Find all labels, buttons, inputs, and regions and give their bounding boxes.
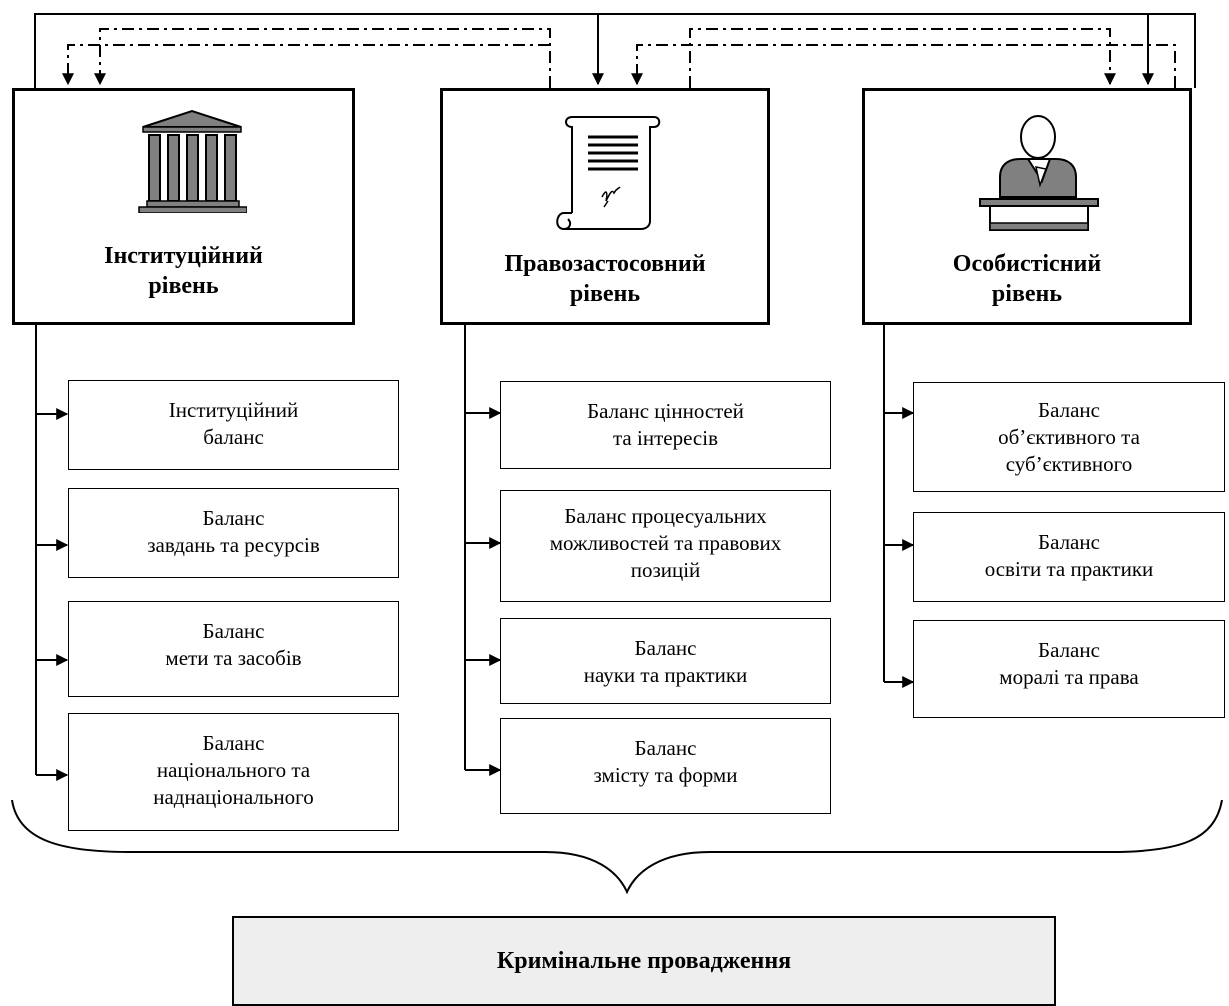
item-box: Баланс мети та засобів [68,601,399,697]
level-title-institutional: Інституційний рівень [104,243,263,299]
criminal-proceedings-box: Кримінальне провадження [232,916,1056,1006]
item-box: Баланс національного та наднаціонального [68,713,399,831]
level-title-personal: Особистісний рівень [952,251,1102,307]
criminal-proceedings-label: Кримінальне провадження [496,948,792,974]
item-label: Баланс мети та засобів [165,619,302,670]
level-box-law-enforcement: Правозастосовний рівень [440,88,770,325]
grouping-brace [11,799,1223,895]
item-label: Баланс науки та практики [583,636,748,687]
level-box-personal: Особистісний рівень [862,88,1192,325]
item-label: Баланс освіти та практики [984,530,1154,581]
item-box: Баланс завдань та ресурсів [68,488,399,578]
item-label: Баланс змісту та форми [593,736,738,787]
item-box: Баланс науки та практики [500,618,831,704]
item-box: Баланс цінностей та інтересів [500,381,831,469]
level-box-institutional: Інституційний рівень [12,88,355,325]
branch-arrows [36,407,915,781]
legal-document-scroll-icon [556,116,661,231]
solid-feedback-lines [34,13,1196,88]
item-label: Баланс процесуальних можливостей та прав… [549,504,782,582]
item-box: Баланс моралі та права [913,620,1225,718]
item-label: Баланс об’єктивного та суб’єктивного [998,398,1140,476]
item-box: Баланс змісту та форми [500,718,831,814]
item-label: Баланс завдань та ресурсів [147,506,320,557]
item-box: Баланс освіти та практики [913,512,1225,602]
item-box: Інституційний баланс [68,380,399,470]
item-box: Баланс процесуальних можливостей та прав… [500,490,831,602]
item-label: Баланс моралі та права [999,638,1139,689]
column-trunks [35,325,885,775]
item-label: Інституційний баланс [168,398,299,449]
institution-building-icon [138,109,247,213]
item-box: Баланс об’єктивного та суб’єктивного [913,382,1225,492]
level-title-law-enforcement: Правозастосовний рівень [504,251,706,307]
dashdot-feedback-lines [62,28,1176,88]
item-label: Баланс цінностей та інтересів [587,399,744,450]
judge-at-bench-icon [979,115,1099,231]
item-label: Баланс національного та наднаціонального [153,731,314,809]
